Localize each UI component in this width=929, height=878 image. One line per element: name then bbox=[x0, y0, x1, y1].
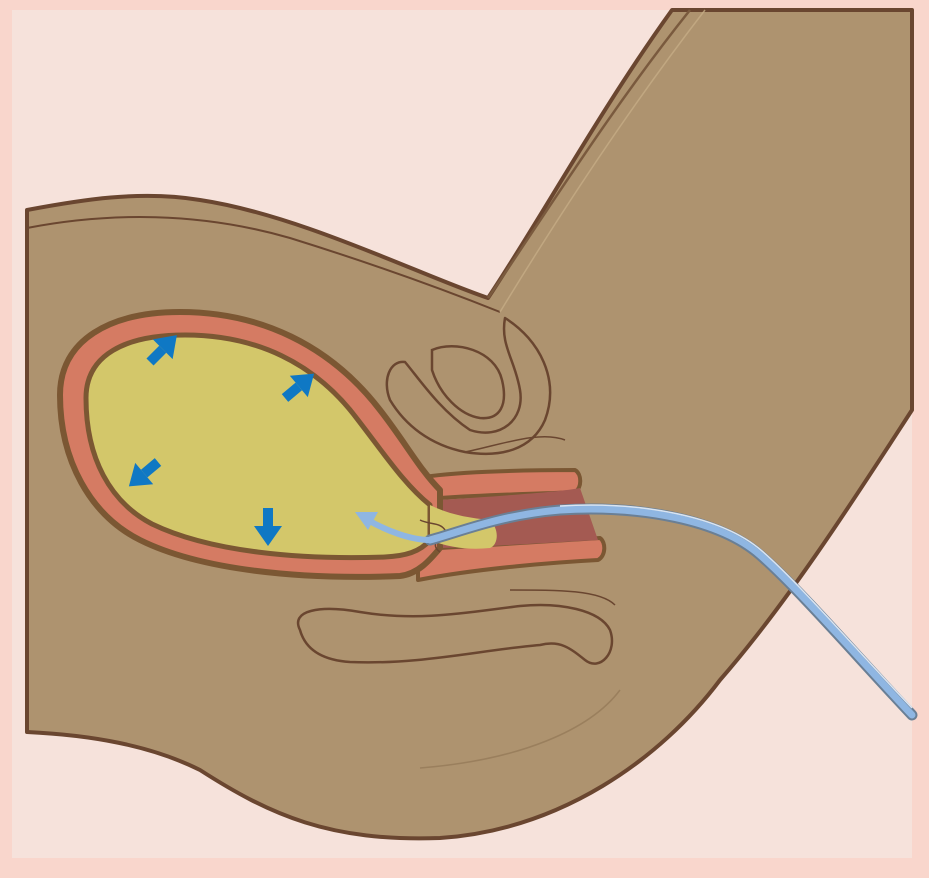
diagram-stage bbox=[0, 0, 929, 878]
bladder-catheter-diagram bbox=[0, 0, 929, 878]
